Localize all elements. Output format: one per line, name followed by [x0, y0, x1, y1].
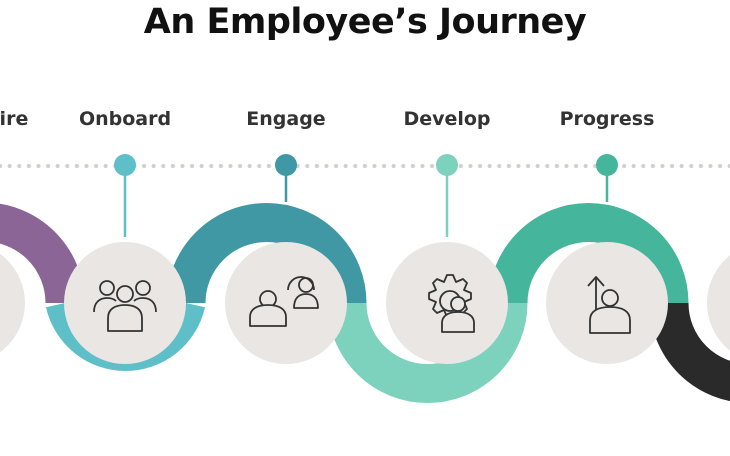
- pin-engage: [275, 154, 297, 176]
- stage-circle-hire: [0, 253, 25, 353]
- stage-label-develop: Develop: [403, 108, 491, 130]
- pin-develop: [436, 154, 458, 176]
- people-talking-icon: [249, 276, 319, 327]
- pin-progress: [596, 154, 618, 176]
- stage-circle-engage: [225, 242, 347, 364]
- stage-label-hire: Hire: [0, 108, 29, 130]
- people-group-icon: [93, 280, 157, 332]
- person-arrow-up-icon: [587, 276, 631, 334]
- stage-circle-next: [707, 255, 730, 351]
- timeline-connectors: [114, 154, 618, 237]
- stage-label-progress: Progress: [559, 108, 655, 130]
- gear-person-icon: [428, 274, 475, 333]
- stage-label-engage: Engage: [246, 108, 326, 130]
- stage-label-onboard: Onboard: [78, 108, 172, 130]
- stage-circle-onboard: [64, 242, 186, 364]
- ribbon-arc-hire: [0, 203, 85, 304]
- stage-circles: [0, 242, 730, 364]
- page-title: An Employee’s Journey: [143, 2, 587, 42]
- pin-onboard: [114, 154, 136, 176]
- ribbon-arc-progress: [488, 203, 689, 304]
- ribbon-arc-engage: [166, 203, 367, 304]
- ribbon-arc-next: [649, 302, 730, 402]
- ribbon-arc-develop: [327, 302, 528, 403]
- stage-circle-develop: [386, 242, 508, 364]
